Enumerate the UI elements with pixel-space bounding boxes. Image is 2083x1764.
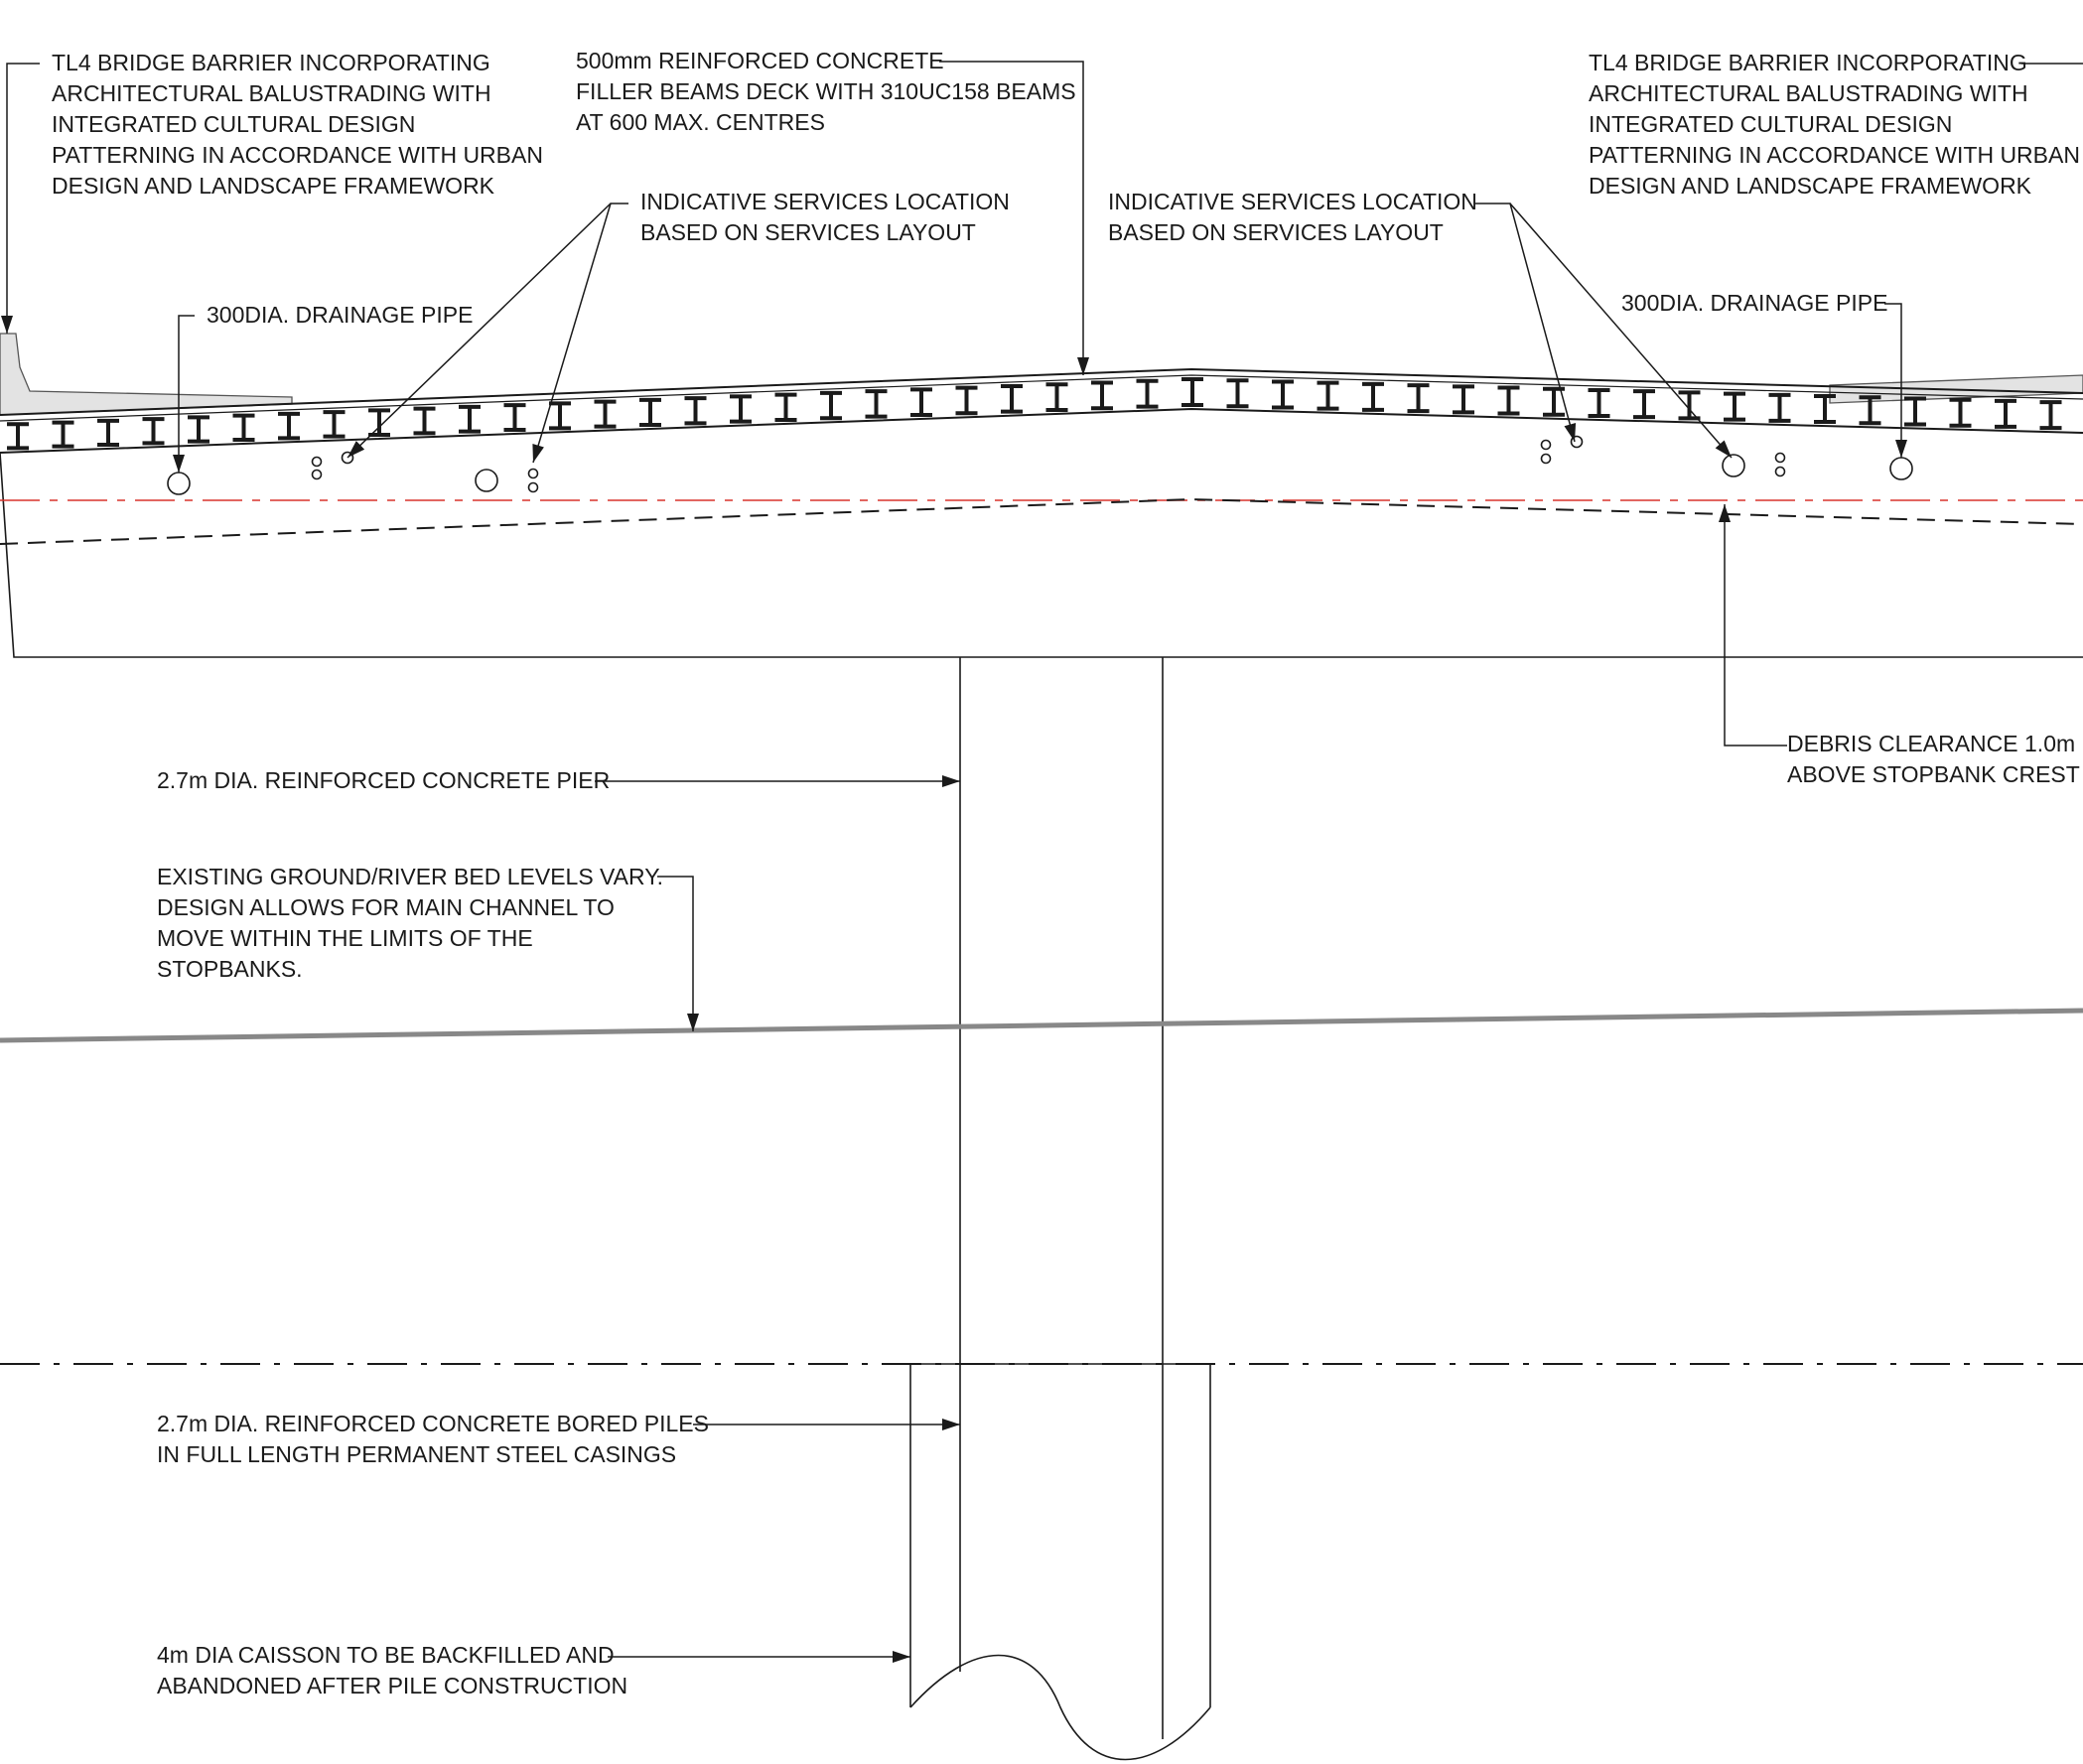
i-beam	[1768, 392, 1791, 423]
duct	[1540, 453, 1552, 465]
i-beam	[1859, 395, 1881, 426]
i-beam	[1497, 385, 1520, 416]
label-debris-clearance: DEBRIS CLEARANCE 1.0m ABOVE STOPBANK CRE…	[1787, 731, 2080, 787]
i-beam	[1181, 377, 1203, 408]
i-beam	[1724, 391, 1745, 422]
leader-barrier-left	[1, 63, 40, 334]
i-beam	[2039, 400, 2062, 431]
caisson-break-line	[909, 1654, 1211, 1761]
i-beam	[278, 411, 300, 441]
deck-second-line	[0, 374, 2083, 422]
i-beam	[1904, 396, 1926, 427]
pier-cap-outline	[0, 452, 2083, 658]
duct	[527, 468, 539, 479]
i-beam	[1362, 381, 1384, 412]
i-beam	[1136, 378, 1159, 409]
label-barrier-right: TL4 BRIDGE BARRIER INCORPORATING ARCHITE…	[1589, 50, 2080, 199]
left-barrier	[0, 333, 293, 416]
dashed-design-line	[0, 497, 2083, 545]
i-beam	[1453, 384, 1474, 415]
label-pier: 2.7m DIA. REINFORCED CONCRETE PIER	[157, 767, 611, 793]
i-beam	[1001, 383, 1023, 414]
i-beam	[1091, 380, 1113, 411]
i-beam	[955, 385, 978, 416]
i-beam	[413, 406, 436, 436]
label-barrier-left: TL4 BRIDGE BARRIER INCORPORATING ARCHITE…	[52, 50, 543, 199]
label-piles: 2.7m DIA. REINFORCED CONCRETE BORED PILE…	[157, 1411, 709, 1467]
i-beam	[594, 399, 617, 429]
duct	[311, 469, 323, 480]
i-beam	[1317, 380, 1339, 411]
label-services-right: INDICATIVE SERVICES LOCATION BASED ON SE…	[1108, 189, 1477, 245]
i-beam	[97, 418, 119, 448]
duct	[1540, 439, 1552, 451]
i-beam	[323, 410, 346, 439]
i-beam	[1407, 383, 1430, 414]
i-beam	[549, 401, 571, 431]
caisson-outline	[909, 1363, 1211, 1707]
i-beam	[730, 394, 752, 424]
duct	[1722, 454, 1745, 477]
label-caisson: 4m DIA CAISSON TO BE BACKFILLED AND ABAN…	[157, 1642, 628, 1698]
i-beam	[774, 392, 797, 422]
drainage-pipe-right	[1889, 457, 1913, 480]
duct	[1774, 466, 1786, 477]
leader-debris	[1719, 504, 1787, 746]
duct	[1774, 452, 1786, 464]
deck-top-line	[0, 367, 2083, 416]
leader-lines	[1, 61, 2083, 1663]
i-beam	[639, 397, 661, 427]
duct	[475, 469, 498, 492]
i-beam	[142, 417, 165, 446]
leader-services-right-a	[1475, 203, 1577, 443]
drainage-pipe-left	[167, 472, 191, 495]
label-drainage-right: 300DIA. DRAINAGE PIPE	[1621, 290, 1888, 316]
label-deck: 500mm REINFORCED CONCRETE FILLER BEAMS D…	[576, 48, 1076, 135]
i-beam	[368, 408, 390, 437]
i-beam	[1588, 387, 1610, 418]
leader-drainage-right	[1884, 303, 1907, 458]
duct	[311, 456, 323, 468]
label-ground: EXISTING GROUND/RIVER BED LEVELS VARY. D…	[157, 864, 663, 982]
i-beam	[232, 413, 255, 442]
label-drainage-left: 300DIA. DRAINAGE PIPE	[207, 302, 474, 328]
i-beam	[1633, 389, 1655, 420]
i-beam	[1226, 378, 1249, 409]
deck-soffit-line	[0, 407, 2083, 454]
i-beam	[52, 420, 74, 449]
ground-line	[0, 1008, 2083, 1043]
i-beam	[1949, 397, 1972, 428]
leader-drainage-left	[173, 315, 195, 473]
i-beam	[1814, 394, 1836, 425]
leader-deck	[939, 61, 1089, 375]
filler-i-beams	[7, 377, 2062, 451]
label-services-left: INDICATIVE SERVICES LOCATION BASED ON SE…	[640, 189, 1010, 245]
services-left	[167, 451, 539, 495]
i-beam	[503, 403, 526, 432]
leader-services-left-b	[532, 203, 612, 464]
i-beam	[865, 389, 888, 419]
duct	[1570, 435, 1584, 449]
i-beam	[459, 404, 481, 434]
duct	[527, 481, 539, 493]
i-beam	[1045, 382, 1068, 412]
i-beam	[1995, 398, 2016, 429]
i-beam	[1272, 379, 1294, 410]
i-beam	[7, 422, 29, 451]
leader-ground	[657, 876, 699, 1031]
i-beam	[820, 390, 842, 421]
leader-services-right-b	[1509, 203, 1733, 459]
i-beam	[1678, 390, 1701, 421]
i-beam	[188, 415, 209, 444]
i-beam	[684, 396, 707, 426]
i-beam	[910, 387, 932, 417]
services-right	[1540, 435, 1913, 480]
leader-services-left-a	[347, 203, 628, 459]
